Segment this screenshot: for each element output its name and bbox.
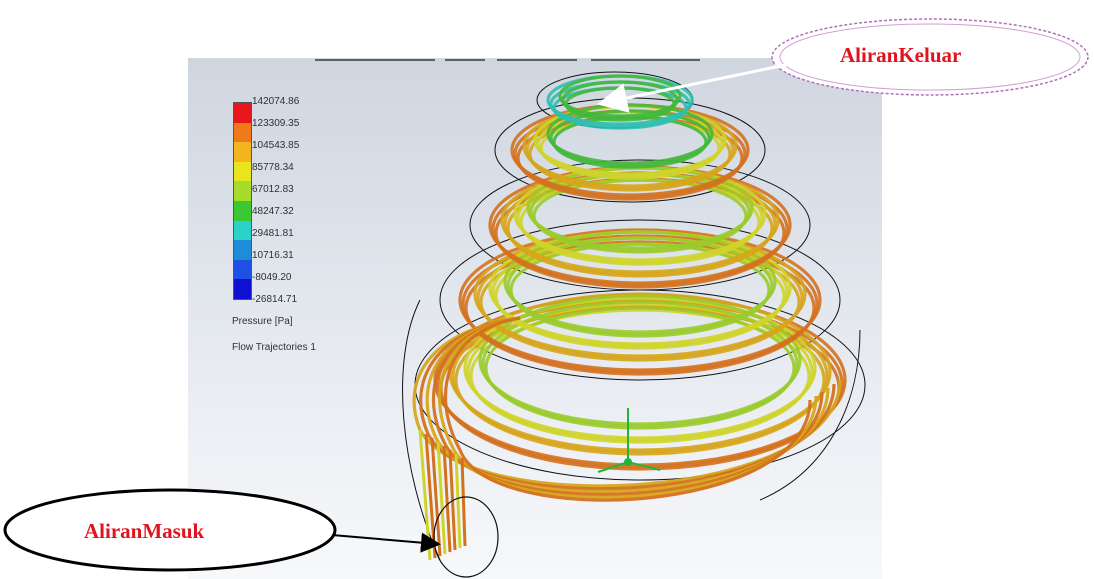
trajectory-ring xyxy=(478,294,802,426)
trajectory-ring xyxy=(464,240,816,376)
inlet-strand xyxy=(436,441,447,555)
plot-name-label: Flow Trajectories 1 xyxy=(232,342,316,353)
inlet-pipe xyxy=(418,429,499,578)
legend-tick-10: -26814.71 xyxy=(252,294,298,305)
trajectory-ring xyxy=(484,306,796,430)
trajectory-ring xyxy=(463,296,817,440)
pipe-outline-right xyxy=(759,329,861,501)
inlet-callout-bubble xyxy=(3,488,337,572)
trajectory-ring xyxy=(458,228,822,372)
color-band-5 xyxy=(234,181,251,201)
pipe-outline xyxy=(439,219,841,381)
legend-tick-9: -8049.20 xyxy=(252,272,292,283)
trajectory-ring xyxy=(481,300,799,428)
trajectory-sweep xyxy=(443,316,812,502)
color-band-9 xyxy=(234,259,251,280)
legend-tick-2: 123309.35 xyxy=(252,118,300,129)
trajectory-ring xyxy=(509,242,771,338)
legend-tick-6: 48247.32 xyxy=(252,206,294,217)
inlet-strand xyxy=(460,457,467,547)
outlet-label: AliranKeluar xyxy=(840,43,962,67)
legend-quantity-label: Pressure [Pa] xyxy=(232,316,293,327)
outlet-callout-inner-ring xyxy=(779,23,1081,91)
color-band-8 xyxy=(234,240,251,260)
axis-triad xyxy=(597,408,661,473)
pipe-outline xyxy=(469,159,811,291)
trajectory-ring xyxy=(561,80,679,120)
trajectory-ring xyxy=(461,234,819,374)
trajectory-ring xyxy=(558,74,682,118)
trajectory-ring xyxy=(506,236,774,336)
legend-tick-5: 67012.83 xyxy=(252,184,294,195)
color-band-4 xyxy=(234,161,251,182)
trajectory-coils xyxy=(412,74,847,502)
legend-tick-8: 10716.31 xyxy=(252,250,294,261)
inlet-strand xyxy=(454,453,462,549)
trajectory-ring xyxy=(532,178,748,254)
inlet-arrow xyxy=(331,532,441,553)
trajectory-ring xyxy=(546,103,714,165)
color-band-2 xyxy=(234,122,251,143)
trajectory-ring xyxy=(469,308,811,444)
color-band-3 xyxy=(234,142,251,162)
color-band-10 xyxy=(234,279,251,299)
pressure-color-bar xyxy=(233,102,252,300)
color-band-1 xyxy=(234,103,251,123)
inlet-label: AliranMasuk xyxy=(84,519,205,543)
inlet-strand xyxy=(442,445,452,553)
color-band-7 xyxy=(234,220,251,241)
trajectory-ring xyxy=(503,230,777,334)
outlet-callout-bubble xyxy=(771,18,1089,96)
color-band-6 xyxy=(234,200,251,221)
trajectory-ring xyxy=(454,304,826,456)
trajectory-ring xyxy=(451,298,829,454)
trajectory-ring xyxy=(549,109,711,167)
legend-tick-1: 142074.86 xyxy=(252,96,300,107)
legend-tick-4: 85778.34 xyxy=(252,162,294,173)
trajectory-ring xyxy=(466,302,814,442)
legend-tick-7: 29481.81 xyxy=(252,228,294,239)
outlet-arrow xyxy=(597,62,791,113)
legend-tick-3: 104543.85 xyxy=(252,140,300,151)
